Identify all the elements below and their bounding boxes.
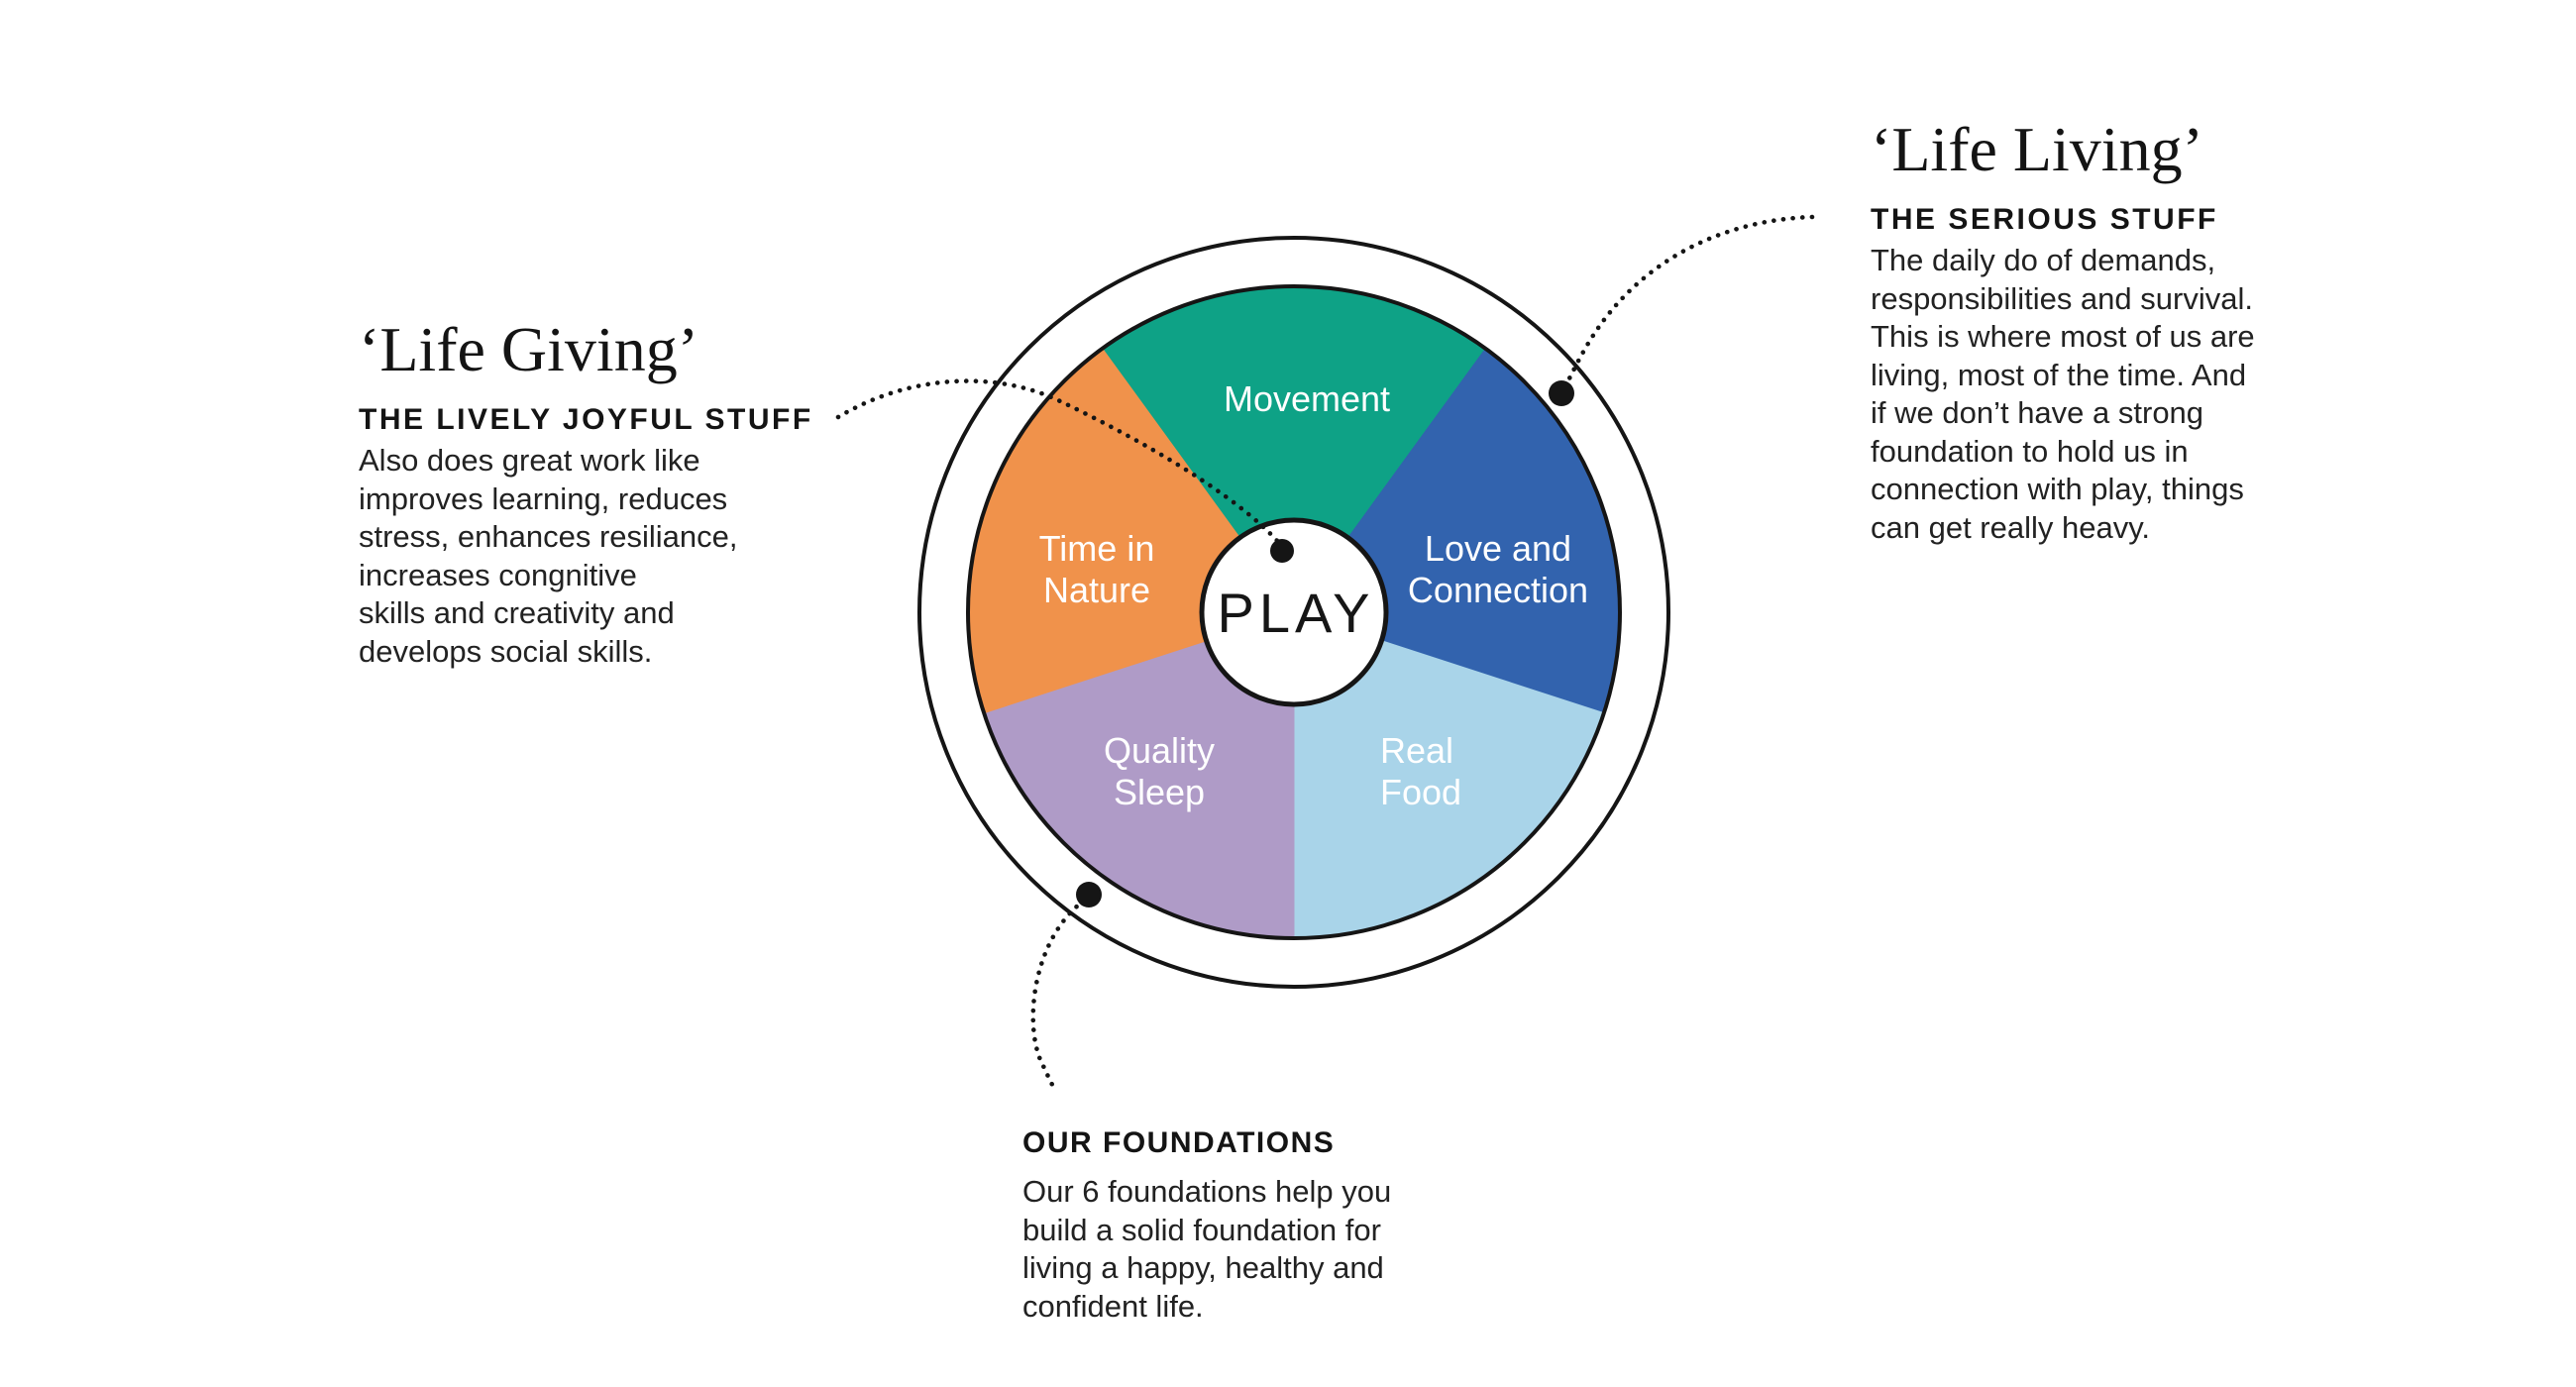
foundations-connector-line: [1030, 898, 1087, 1093]
life-giving-title: ‘Life Giving’: [359, 314, 698, 384]
foundations-anchor-dot: [1076, 882, 1102, 907]
life-living-connector-line: [1564, 214, 1815, 385]
wheel-center-label: PLAY: [1217, 582, 1374, 644]
life-living-subtitle: THE SERIOUS STUFF: [1871, 203, 2218, 236]
foundations-annotation: OUR FOUNDATIONS Our 6 foundations help y…: [1022, 1125, 1391, 1326]
life-living-title: ‘Life Living’: [1871, 114, 2203, 184]
life-giving-annotation: ‘Life Giving’ THE LIVELY JOYFUL STUFF Al…: [359, 313, 813, 671]
life-giving-subtitle: THE LIVELY JOYFUL STUFF: [359, 403, 813, 436]
play-hub: [1199, 517, 1389, 707]
connector-life-living: [1549, 214, 1815, 406]
life-living-anchor-dot: [1549, 380, 1574, 406]
wheel-segment-label-movement: Movement: [1224, 378, 1390, 419]
life-giving-endpoint-dot: [1270, 539, 1294, 563]
life-living-body: The daily do of demands,responsibilities…: [1871, 243, 2255, 545]
wheel-disc-outline: [966, 284, 1622, 940]
life-giving-connector-line: [835, 378, 1282, 546]
life-living-annotation: ‘Life Living’ THE SERIOUS STUFF The dail…: [1871, 113, 2255, 547]
connector-life-giving: [835, 378, 1294, 563]
connector-foundations: [1030, 882, 1102, 1093]
foundations-title: OUR FOUNDATIONS: [1022, 1126, 1336, 1159]
